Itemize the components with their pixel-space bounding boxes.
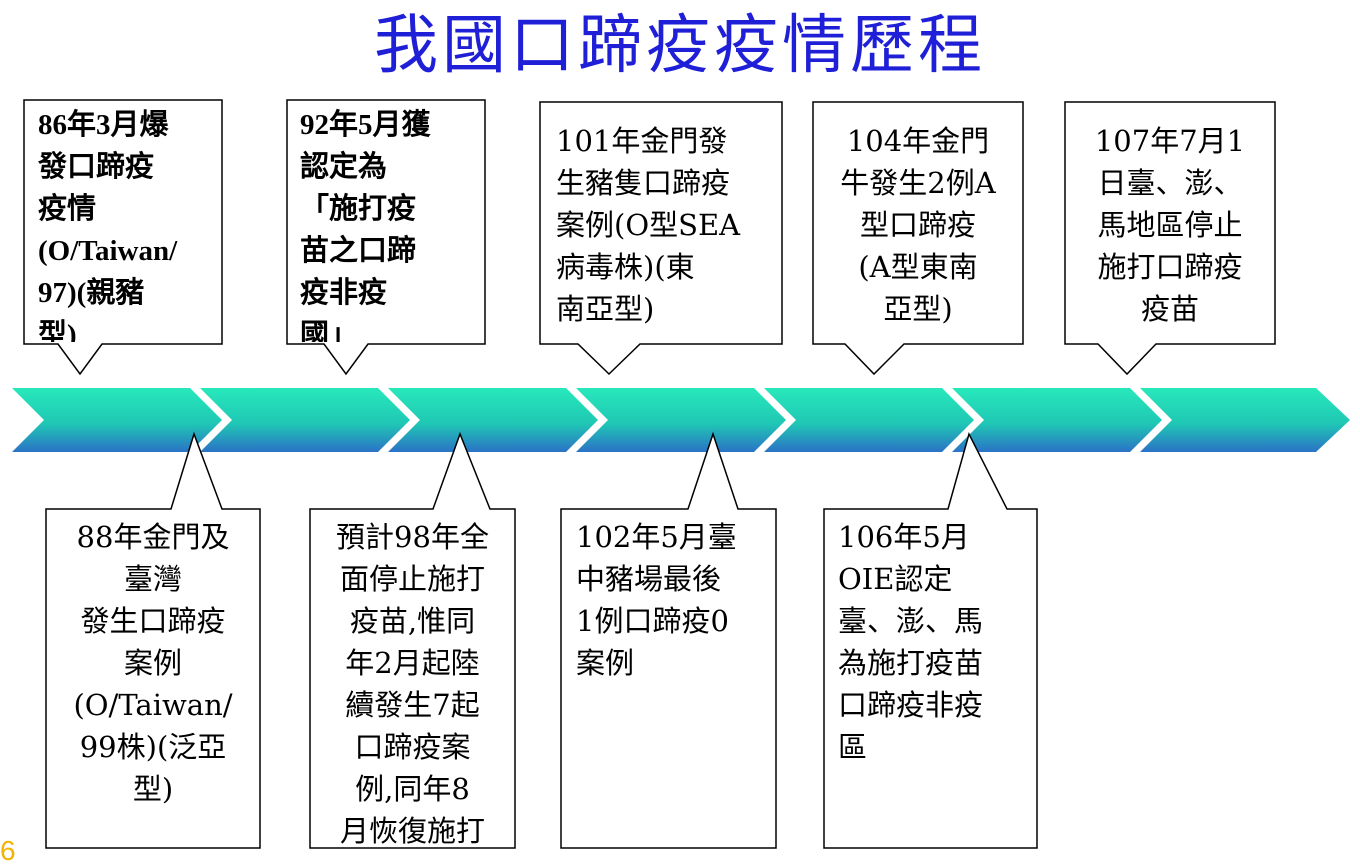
page-title: 我國口蹄疫疫情歷程 — [374, 9, 986, 83]
chevron-6 — [952, 388, 1162, 452]
page-number: 6 — [0, 835, 16, 866]
callout-top-2 — [286, 99, 486, 376]
event-2018-stop-vaccine: 107年7月1 日臺、澎、 馬地區停止 施打口蹄疫 疫苗 — [1094, 124, 1246, 326]
event-2017-oie: 106年5月 OIE認定 臺、澎、馬 為施打疫苗 口蹄疫非疫 區 — [838, 520, 984, 764]
chevron-2 — [200, 388, 410, 452]
event-2015-kinmen-cattle: 104年金門 牛發生2例A 型口蹄疫 (A型東南 亞型) — [840, 124, 996, 326]
callout-top-4 — [812, 101, 1024, 376]
event-2009-plan: 預計98年全 面停止施打 疫苗,惟同 年2月起陸 續發生7起 口蹄疫案 例,同年… — [336, 520, 489, 846]
chevron-4 — [576, 388, 786, 452]
callout-bottom-2 — [309, 431, 516, 849]
callout-bottom-4 — [823, 431, 1038, 849]
event-2012-kinmen-pig: 101年金門發 生豬隻口蹄疫 案例(O型SEA 病毒株)(東 南亞型) — [556, 124, 741, 326]
event-1999-outbreak: 88年金門及 臺灣 發生口蹄疫 案例 (O/Taiwan/ 99株)(泛亞 型) — [73, 520, 233, 806]
chevron-7 — [1140, 388, 1350, 452]
timeline-arrow — [12, 388, 1350, 452]
event-2013-last-case: 102年5月臺 中豬場最後 1例口蹄疫0 案例 — [576, 520, 737, 680]
chevron-5 — [764, 388, 974, 452]
chevron-1 — [12, 388, 222, 452]
callout-bottom-3 — [560, 431, 777, 849]
chevron-3 — [388, 388, 598, 452]
callout-top-1 — [23, 99, 223, 376]
callout-bottom-1 — [45, 431, 261, 849]
callout-top-5 — [1064, 101, 1276, 376]
event-1997-outbreak: 86年3月爆 發口蹄疫 疫情 (O/Taiwan/ 97)(親豬 型) — [38, 109, 178, 342]
event-2003-recognition: 92年5月獲 認定為 「施打疫 苗之口蹄 疫非疫 國」 — [300, 109, 431, 342]
callout-top-3 — [539, 101, 783, 376]
